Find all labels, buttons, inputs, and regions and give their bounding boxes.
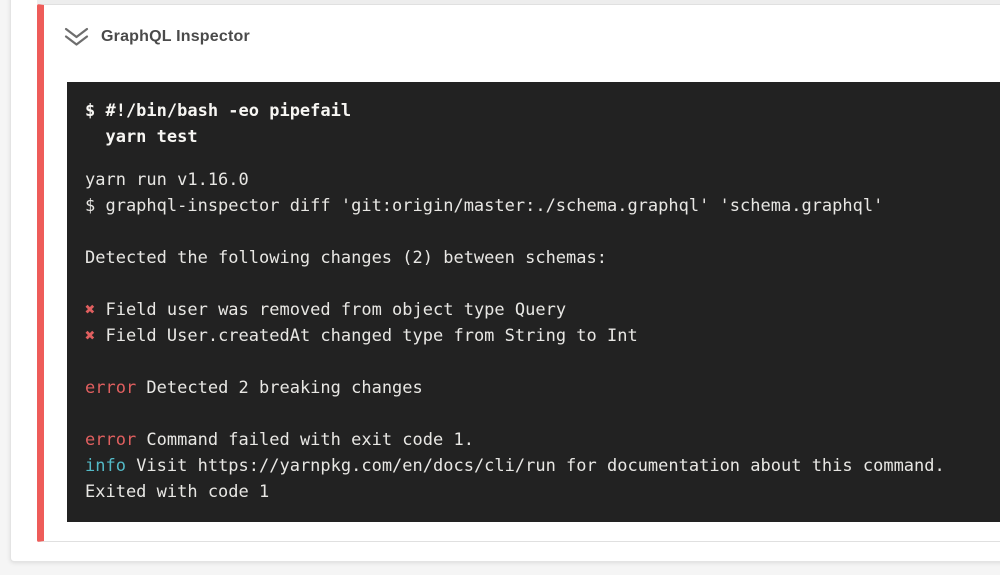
terminal-command-block: $ #!/bin/bash -eo pipefail yarn test [85, 98, 1000, 150]
step-header-toggle[interactable]: GraphQL Inspector [44, 5, 1000, 49]
terminal-line: Exited with code 1 [85, 482, 270, 502]
terminal-line: Detected the following changes (2) betwe… [85, 248, 607, 268]
terminal-output: $ #!/bin/bash -eo pipefail yarn test yar… [67, 82, 1000, 522]
terminal-line: $ #!/bin/bash -eo pipefail [85, 101, 352, 121]
job-output-panel: GraphQL Inspector $ #!/bin/bash -eo pipe… [10, 0, 1000, 562]
terminal-line-blank [85, 349, 1000, 375]
terminal-line-info: info Visit https://yarnpkg.com/en/docs/c… [85, 456, 945, 476]
build-step-card: GraphQL Inspector $ #!/bin/bash -eo pipe… [37, 4, 1000, 542]
terminal-line-breaking-change: ✖ Field user was removed from object typ… [85, 300, 567, 320]
terminal-line-error: error Detected 2 breaking changes [85, 378, 423, 398]
error-label: error [85, 430, 137, 450]
terminal-line-blank [85, 401, 1000, 427]
terminal-line: yarn run v1.16.0 [85, 170, 249, 190]
cross-mark-icon: ✖ [85, 300, 96, 320]
terminal-line-breaking-change: ✖ Field User.createdAt changed type from… [85, 326, 638, 346]
cross-mark-icon: ✖ [85, 326, 96, 346]
terminal-line-error: error Command failed with exit code 1. [85, 430, 474, 450]
info-label: info [85, 456, 126, 476]
terminal-line: $ graphql-inspector diff 'git:origin/mas… [85, 196, 884, 216]
adjacent-card-edge [37, 0, 1000, 4]
error-label: error [85, 378, 137, 398]
terminal-line-blank [85, 219, 1000, 245]
terminal-line-blank [85, 271, 1000, 297]
step-title: GraphQL Inspector [101, 28, 250, 45]
terminal-log-block: yarn run v1.16.0 $ graphql-inspector dif… [85, 167, 1000, 505]
terminal-line: yarn test [85, 127, 198, 147]
double-chevron-down-icon [64, 27, 89, 46]
